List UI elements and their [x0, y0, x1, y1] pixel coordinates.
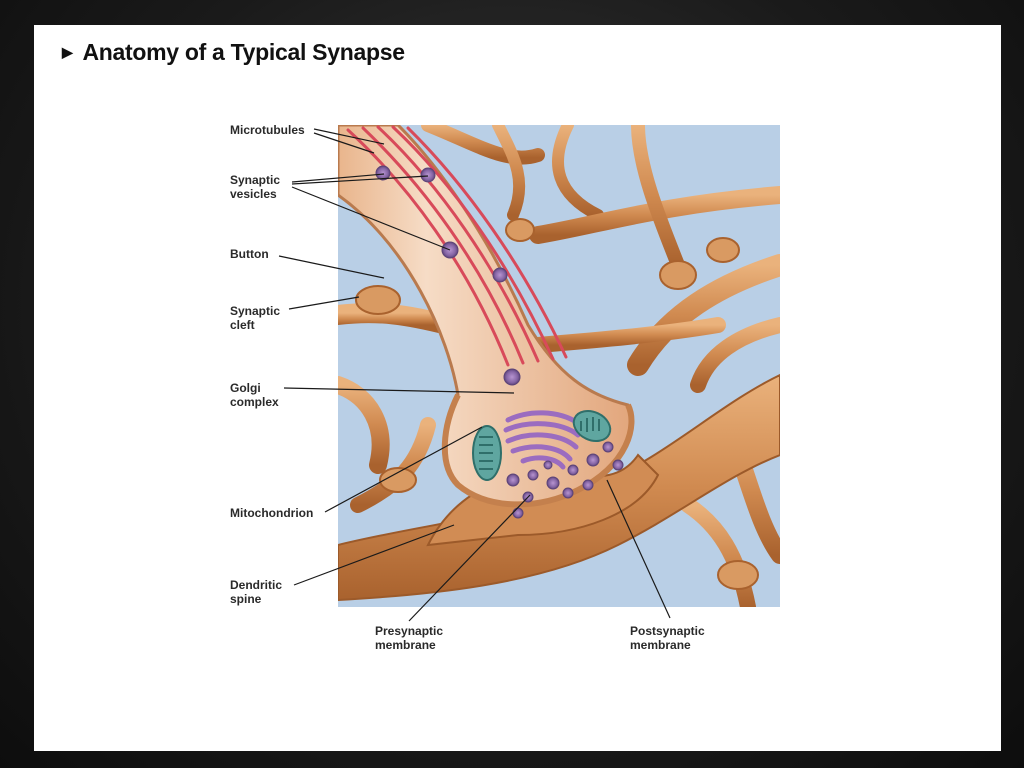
label-synaptic-cleft-line2: cleft: [230, 318, 255, 332]
label-dendritic-spine-line2: spine: [230, 592, 262, 606]
label-synaptic-cleft-line1: Synaptic: [230, 304, 281, 318]
label-synaptic-vesicles-line2: vesicles: [230, 187, 277, 201]
slide: ▶ Anatomy of a Typical Synapse: [34, 25, 1001, 751]
right-triangle-icon: ▶: [62, 44, 73, 60]
label-dendritic-spine-line1: Dendritic: [230, 578, 283, 592]
label-button: Button: [230, 247, 269, 261]
label-postsynaptic-line1: Postsynaptic: [630, 624, 705, 638]
label-mitochondrion: Mitochondrion: [230, 506, 314, 520]
label-postsynaptic-line2: membrane: [630, 638, 691, 652]
label-presynaptic-line2: membrane: [375, 638, 436, 652]
synapse-illustration: [338, 125, 780, 607]
slide-title: Anatomy of a Typical Synapse: [82, 39, 405, 65]
label-golgi-line2: complex: [230, 395, 279, 409]
golgi-complex: [503, 410, 581, 470]
label-synaptic-vesicles-line1: Synaptic: [230, 173, 281, 187]
label-presynaptic-line1: Presynaptic: [375, 624, 444, 638]
slide-heading: ▶ Anatomy of a Typical Synapse: [62, 39, 405, 66]
label-golgi-line1: Golgi: [230, 381, 261, 395]
synaptic-vesicles: [375, 165, 521, 386]
label-microtubules: Microtubules: [230, 123, 305, 137]
